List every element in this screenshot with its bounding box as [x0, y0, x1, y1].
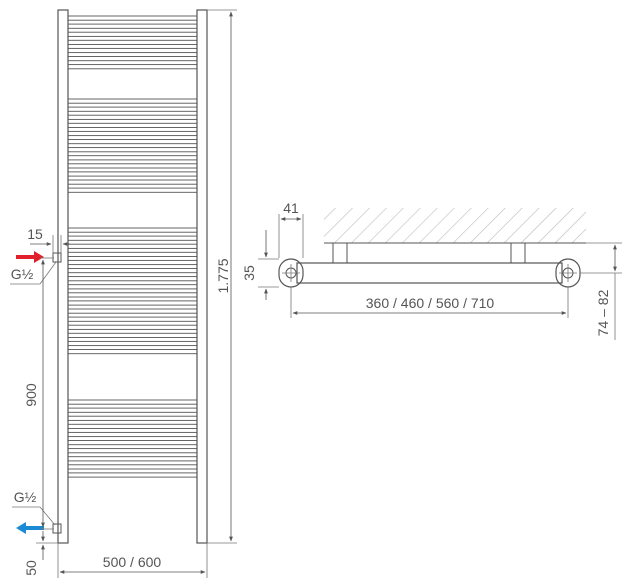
radiator-bar [67, 106, 198, 112]
inlet-offset-dimension: 15 [27, 226, 43, 242]
side-view: 41 35 360 / 460 / 560 / 710 74 – 82 [241, 200, 622, 340]
radiator-bar [67, 324, 198, 330]
bottom-offset-dimension: 50 [23, 560, 39, 576]
wall-offset-dimension: 41 [283, 200, 299, 216]
radiator-bar [67, 448, 198, 454]
horizontal-pipe [296, 262, 563, 284]
radiator-bar [67, 415, 198, 421]
radiator-bar [67, 98, 198, 104]
radiator-bar [67, 251, 198, 257]
width-dimension: 500 / 600 [103, 554, 162, 570]
radiator-bar [67, 431, 198, 438]
radiator-bar [67, 139, 198, 145]
radiator-bar [67, 155, 198, 161]
radiator-bar [67, 130, 198, 137]
radiator-bar [67, 179, 198, 185]
radiator-bar [67, 47, 198, 54]
inlet-fitting [52, 252, 62, 263]
right-collector [196, 9, 208, 544]
radiator-bar [67, 114, 198, 120]
front-view: 1.775 500 / 600 15 G½ G½ [10, 9, 237, 578]
radiator-bar [67, 31, 198, 37]
radiator-bar [67, 472, 198, 478]
inlet-arrow-icon [16, 251, 44, 263]
height-dimension: 1.775 [215, 258, 231, 293]
radiator-bar [67, 399, 198, 405]
radiator-bar [67, 268, 198, 274]
wall-bracket-right [510, 242, 526, 264]
radiator-bar [67, 163, 198, 169]
radiator-bar [67, 316, 198, 322]
wall-bracket-left [332, 242, 348, 264]
radiator-bar [67, 308, 198, 314]
radiator-bar [67, 64, 198, 70]
radiator-bar [67, 300, 198, 306]
radiator-bar [67, 349, 198, 355]
radiator-bar [67, 171, 198, 177]
radiator-bar [67, 39, 198, 45]
radiator-bar [67, 147, 198, 153]
radiator-bar [67, 464, 198, 470]
left-collector [57, 9, 69, 544]
radiator-bar [67, 456, 198, 462]
connection-spacing-dimension: 900 [23, 383, 39, 407]
radiator-bar [67, 340, 198, 347]
radiator-bar [67, 243, 198, 249]
outlet-arrow-icon [16, 522, 44, 534]
radiator-bar [67, 292, 198, 298]
thread-label-top: G½ [11, 266, 34, 282]
radiator-bar [67, 56, 198, 62]
radiator-bar [67, 423, 198, 429]
wall-distance-dimension: 74 – 82 [595, 289, 611, 336]
bracket-span-dimension: 360 / 460 / 560 / 710 [366, 295, 495, 311]
wall-hatch [324, 208, 586, 243]
thread-label-bottom: G½ [14, 489, 37, 505]
outlet-fitting [52, 523, 62, 534]
radiator-bar [67, 276, 198, 282]
radiator-bar [67, 284, 198, 290]
radiator-bar [67, 440, 198, 446]
radiator-bar [67, 187, 198, 193]
radiator-bar [67, 23, 198, 29]
radiator-bar [67, 407, 198, 413]
radiator-bar [67, 332, 198, 338]
radiator-bar [67, 235, 198, 241]
pipe-diameter-dimension: 35 [241, 265, 257, 281]
radiator-bar [67, 227, 198, 233]
radiator-bar [67, 259, 198, 266]
radiator-bar [67, 15, 198, 21]
radiator-bars [67, 15, 198, 478]
radiator-bar [67, 122, 198, 128]
